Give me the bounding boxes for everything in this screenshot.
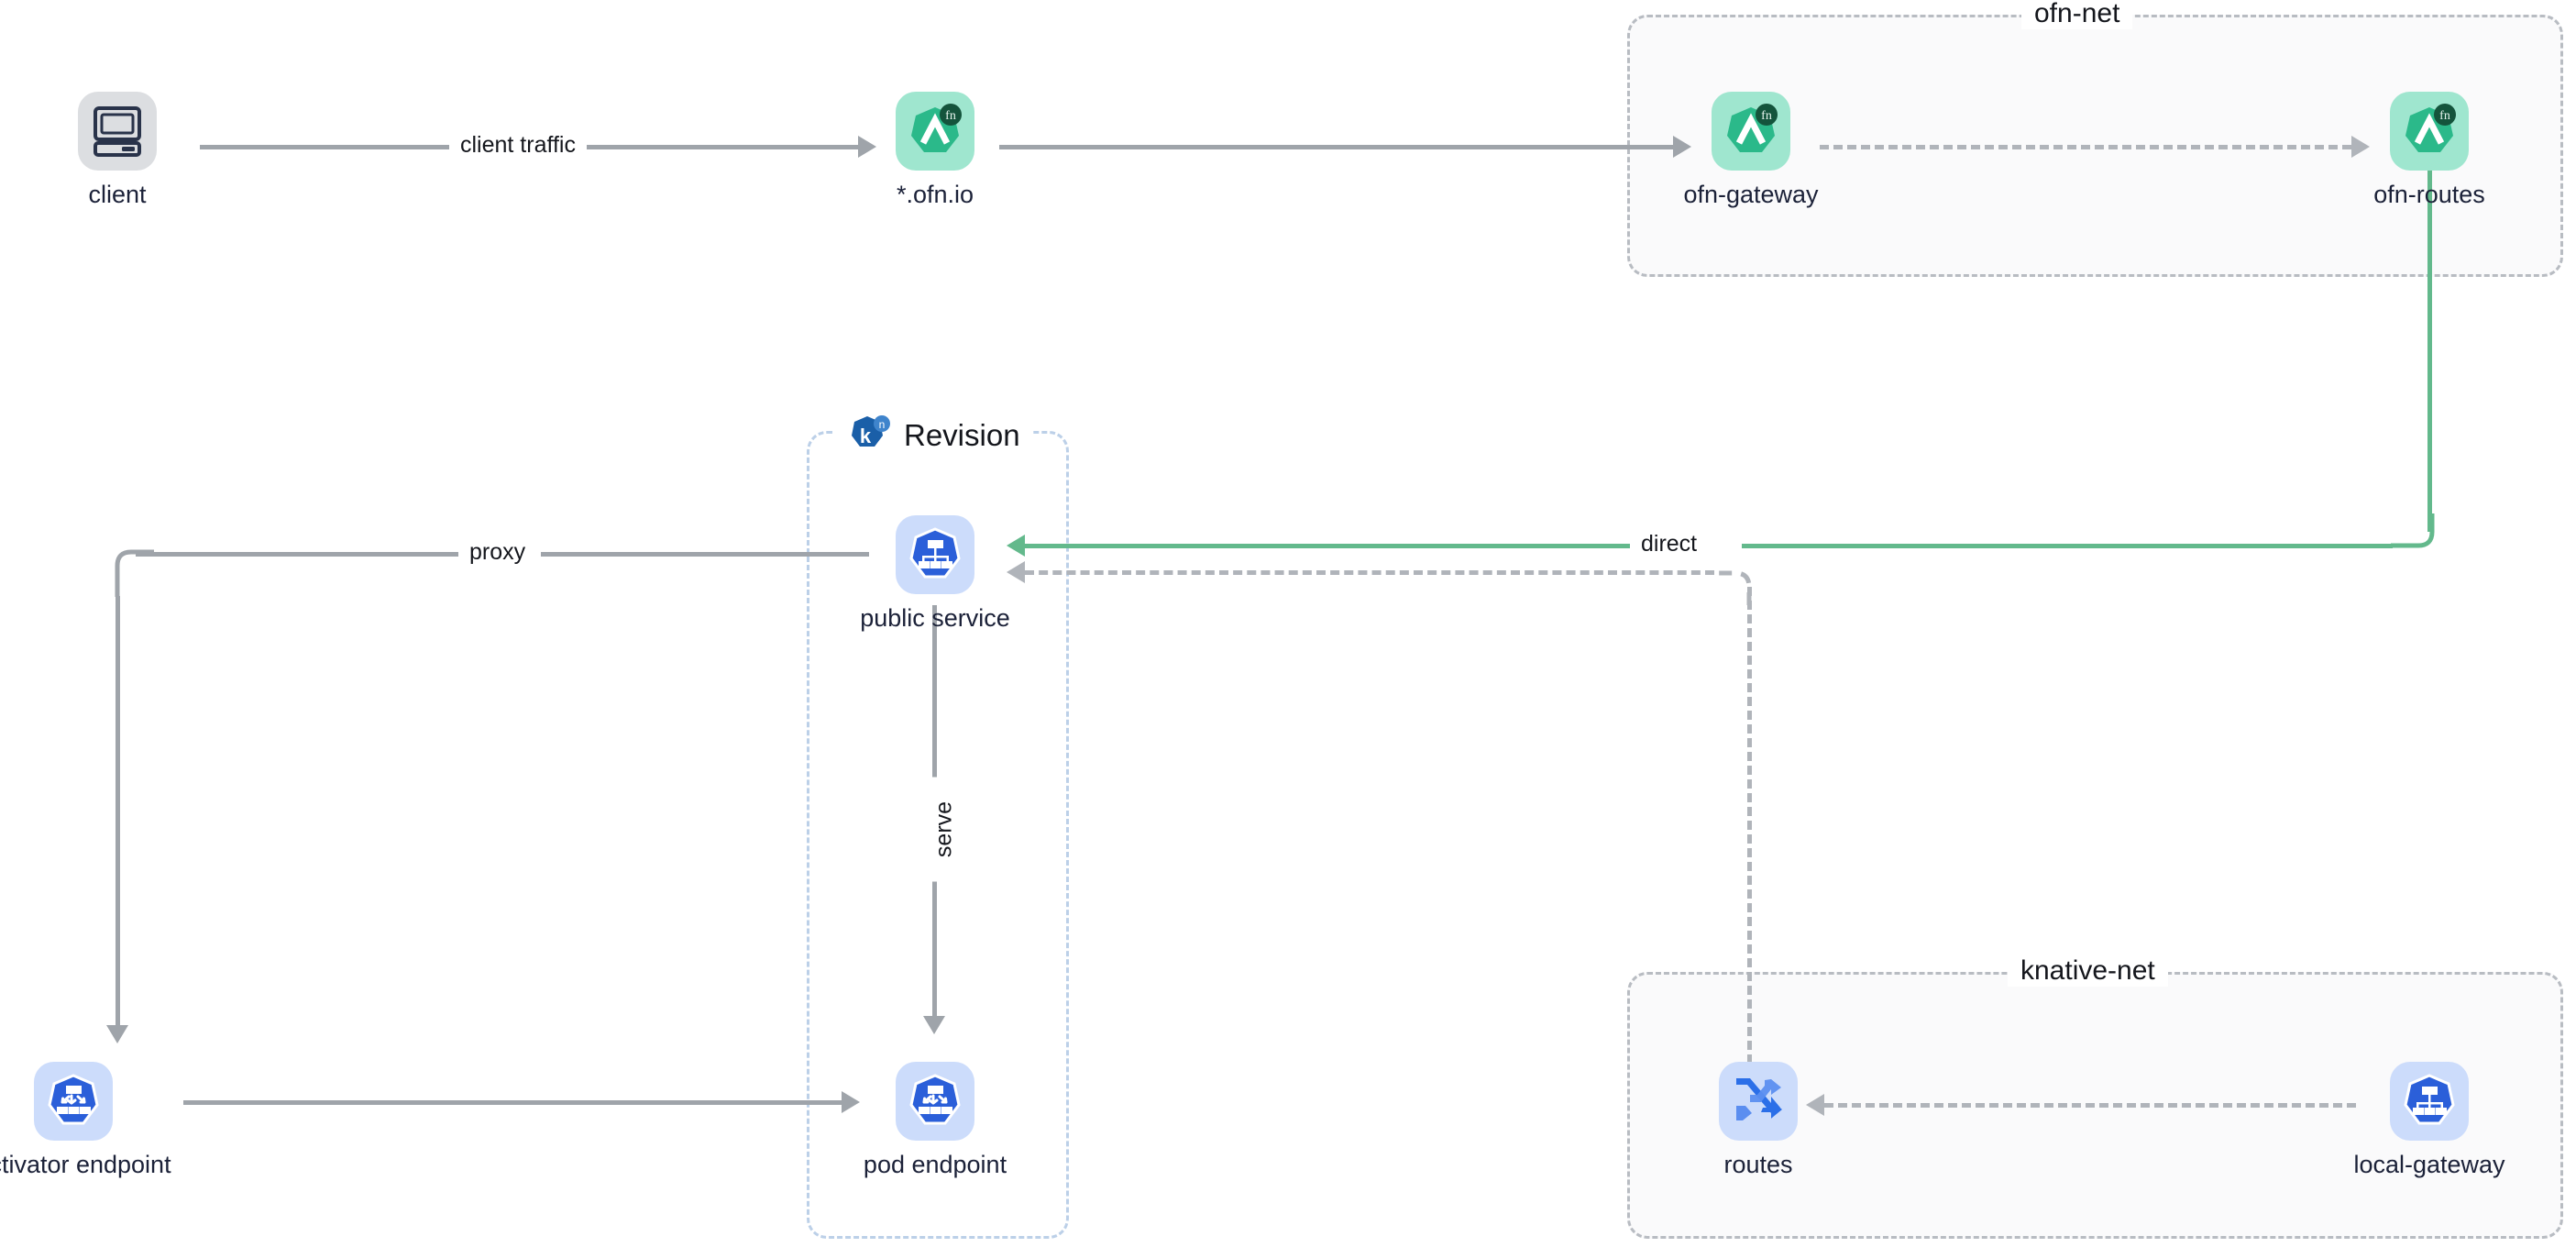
edge-activator-to-pod (183, 1100, 842, 1105)
edge-activator-to-pod-arrowhead (842, 1091, 860, 1113)
edge-label-direct: direct (1630, 531, 1709, 557)
kubernetes-endpoint-icon (907, 1073, 963, 1130)
edge-direct-corner (2391, 513, 2435, 548)
edge-label-serve: serve (930, 777, 958, 882)
node-ofn-io[interactable]: fn *.ofn.io (853, 92, 1018, 209)
openfunction-fn-icon: fn (1723, 103, 1779, 160)
local-gateway-tile (2390, 1062, 2469, 1141)
edge-client-to-ofnio-seg1 (200, 145, 449, 149)
edge-routes-to-public-corner (1712, 570, 1752, 605)
group-ofn-net-label: ofn-net (2021, 0, 2133, 29)
kubernetes-endpoint-icon (45, 1073, 102, 1130)
node-activator-endpoint[interactable]: activator endpoint (0, 1062, 171, 1179)
shuffle-routes-icon (1730, 1073, 1787, 1130)
edge-routes-to-public-arrowhead (1007, 561, 1025, 583)
node-pod-endpoint[interactable]: pod endpoint (853, 1062, 1018, 1179)
activator-endpoint-label: activator endpoint (0, 1151, 171, 1178)
node-client[interactable]: client (35, 92, 200, 209)
local-gateway-label: local-gateway (2353, 1151, 2505, 1178)
edge-localgateway-to-routes-arrowhead (1806, 1094, 1824, 1116)
group-knative-net-label: knative-net (2008, 955, 2168, 987)
edge-client-to-ofnio-arrowhead (858, 136, 876, 158)
group-revision-label: k n Revision (834, 413, 1033, 458)
edge-serve-seg-bottom (932, 871, 937, 1018)
edge-direct-arrowhead (1007, 535, 1025, 557)
node-routes[interactable]: routes (1676, 1062, 1841, 1179)
pod-endpoint-label: pod endpoint (863, 1151, 1007, 1178)
edge-ofngateway-to-ofnroutes (1820, 145, 2351, 149)
edge-direct-vertical (2427, 165, 2432, 532)
desktop-computer-icon (91, 105, 144, 158)
knative-n-badge-circle (874, 415, 890, 432)
edge-label-client-traffic: client traffic (449, 132, 587, 159)
node-public-service[interactable]: public service (853, 515, 1018, 633)
ofn-io-label: *.ofn.io (896, 181, 974, 208)
edge-ofnio-to-ofngateway (999, 145, 1673, 149)
edge-serve-seg-top (932, 605, 937, 789)
openfunction-fn-icon: fn (2401, 103, 2458, 160)
edge-proxy-seg-right (541, 552, 869, 557)
edge-routes-to-public-horizontal (1025, 570, 1714, 575)
ofn-gateway-label: ofn-gateway (1683, 181, 1819, 208)
edge-routes-to-public-vertical (1747, 587, 1752, 1064)
public-service-label: public service (860, 604, 1010, 632)
node-ofn-gateway[interactable]: fn ofn-gateway (1668, 92, 1833, 209)
client-tile (78, 92, 157, 171)
edge-serve-arrowhead (923, 1016, 945, 1034)
node-local-gateway[interactable]: local-gateway (2347, 1062, 2512, 1179)
ofn-routes-label: ofn-routes (2373, 181, 2485, 208)
svg-text:fn: fn (2439, 109, 2450, 123)
openfunction-fn-icon: fn (907, 103, 963, 160)
knative-logo-icon: k n (847, 413, 893, 458)
edge-direct-seg-right (1742, 544, 2393, 548)
edge-proxy-arrowhead (106, 1025, 128, 1043)
kubernetes-service-icon (2401, 1073, 2458, 1130)
ofn-gateway-tile: fn (1712, 92, 1790, 171)
routes-label: routes (1723, 1151, 1793, 1178)
public-service-tile (896, 515, 974, 594)
edge-ofnio-to-ofngateway-arrowhead (1673, 136, 1691, 158)
edge-proxy-vertical (116, 596, 120, 1027)
pod-endpoint-tile (896, 1062, 974, 1141)
edge-localgateway-to-routes (1824, 1103, 2356, 1108)
ofn-routes-tile: fn (2390, 92, 2469, 171)
edge-proxy-seg-left (136, 552, 473, 557)
routes-tile (1719, 1062, 1798, 1141)
fn-badge-text: fn (945, 109, 956, 123)
edge-proxy-corner (115, 549, 154, 597)
edge-client-to-ofnio-seg2 (583, 145, 858, 149)
edge-direct-seg-left (1025, 544, 1630, 548)
client-label: client (88, 181, 147, 208)
node-ofn-routes[interactable]: fn ofn-routes (2347, 92, 2512, 209)
revision-title-text: Revision (904, 418, 1020, 452)
ofn-io-tile: fn (896, 92, 974, 171)
svg-text:fn: fn (1761, 109, 1772, 123)
edge-ofngateway-to-ofnroutes-arrowhead (2351, 136, 2370, 158)
edge-label-proxy: proxy (458, 539, 537, 566)
kubernetes-service-icon (907, 526, 963, 583)
knative-n-letter: n (879, 418, 886, 431)
knative-k-letter: k (860, 425, 872, 447)
activator-endpoint-tile (34, 1062, 113, 1141)
